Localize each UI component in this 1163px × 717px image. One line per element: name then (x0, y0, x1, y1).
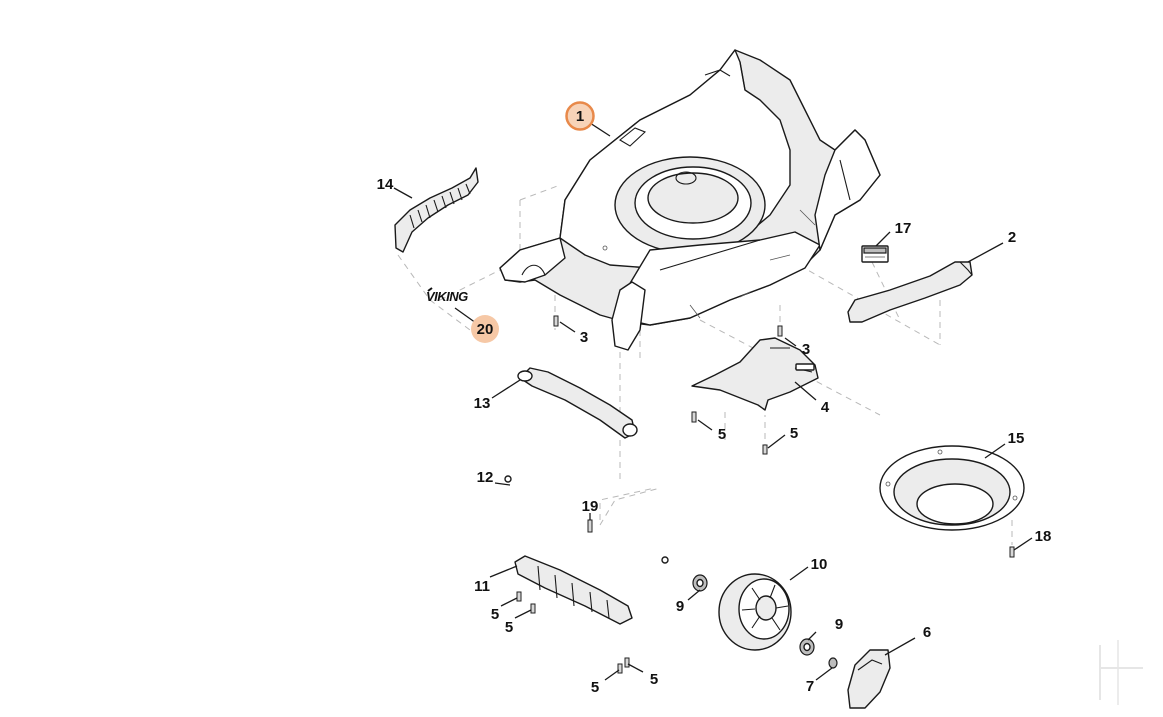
callout-9: 9 (676, 598, 684, 615)
label-plate (861, 245, 889, 263)
callout-6: 6 (923, 624, 931, 641)
callout-20-bubble (471, 315, 499, 343)
callout-5: 5 (505, 619, 513, 636)
axle-bracket (514, 555, 633, 625)
callout-3: 3 (580, 329, 588, 346)
side-cover (847, 261, 973, 323)
callout-7: 7 (806, 678, 814, 695)
callout-10: 10 (811, 556, 828, 573)
callout-11: 11 (474, 578, 490, 595)
callout-3: 3 (802, 341, 810, 358)
viking-logo: VIKING (426, 289, 468, 304)
callout-1: 1 (576, 108, 584, 125)
callout-9: 9 (835, 616, 843, 633)
callout-5: 5 (491, 606, 499, 623)
wheel (718, 573, 792, 651)
callout-12: 12 (477, 469, 494, 486)
callout-17: 17 (895, 220, 912, 237)
mulch-bar (517, 367, 638, 439)
callout-2: 2 (1008, 229, 1016, 246)
axle (504, 475, 669, 564)
callout-14: 14 (377, 176, 394, 193)
catcher-bowl (879, 445, 1025, 531)
hub-cap (847, 649, 891, 709)
leader-lines (393, 122, 1033, 681)
callout-numbers: 1 2 3 3 4 5 5 5 5 5 5 6 7 9 9 10 11 12 1… (377, 108, 1052, 696)
callout-18: 18 (1035, 528, 1052, 545)
rear-cover (394, 167, 479, 253)
callout-4: 4 (821, 399, 830, 416)
callout-20: 20 (477, 321, 494, 338)
edge-artifact (1099, 640, 1143, 705)
screws (516, 315, 1015, 674)
deck-housing (499, 49, 881, 351)
callout-5: 5 (790, 425, 798, 442)
callout-5: 5 (650, 671, 658, 688)
callout-1-ring (565, 101, 595, 131)
wheel-nut (828, 657, 838, 669)
viking-label: VIKING (426, 287, 469, 304)
callout-5: 5 (591, 679, 599, 696)
callout-5: 5 (718, 426, 726, 443)
callout-13: 13 (474, 395, 491, 412)
bearings (692, 574, 815, 656)
callout-19: 19 (582, 498, 599, 515)
callout-15: 15 (1008, 430, 1025, 447)
discharge-deflector (691, 337, 819, 411)
